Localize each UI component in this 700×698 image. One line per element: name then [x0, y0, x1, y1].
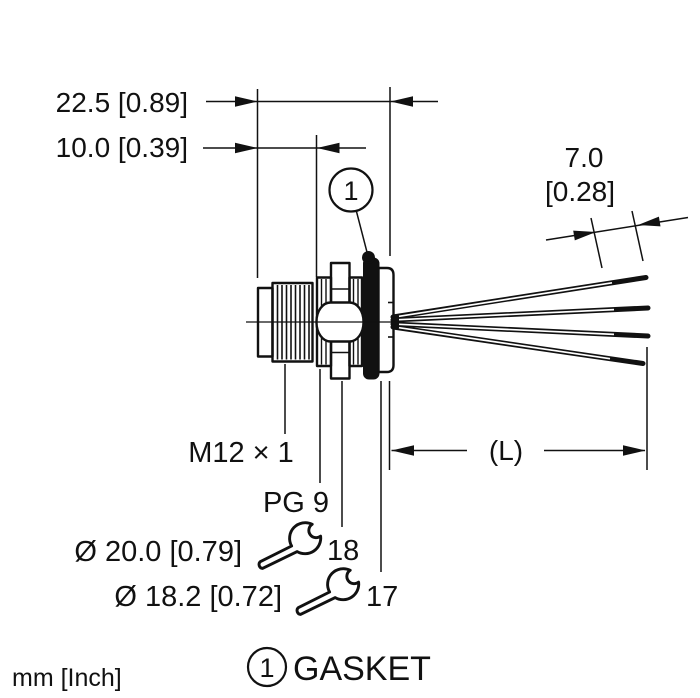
- label-leaders: [284, 364, 382, 572]
- legend-balloon-circle: [246, 646, 288, 688]
- strip-tick-right: [631, 210, 644, 262]
- dimension-cable-length: (L): [388, 347, 648, 470]
- wrench-17-icon: [295, 567, 361, 616]
- balloon-circle: [328, 167, 374, 213]
- connector-body: [246, 257, 402, 380]
- dimension-thread-length: 10.0 [0.39]: [56, 132, 366, 277]
- legend-gasket: 1 GASKET: [246, 646, 431, 688]
- wrench-18-size: 18: [327, 535, 359, 567]
- balloon-leader-dot: [362, 251, 375, 264]
- wrench-17-size: 17: [366, 581, 398, 613]
- strip-tick-left: [590, 217, 603, 269]
- gland-spec-label: PG 9: [263, 487, 329, 519]
- legend-balloon-number: 1: [259, 653, 274, 683]
- dimension-strip-length-inch-text: [0.28]: [545, 176, 615, 207]
- dimension-cable-length-text: (L): [489, 435, 523, 466]
- dimension-strip-length-mm-text: 7.0: [565, 142, 604, 173]
- wire-leads: [390, 275, 651, 366]
- rear-hex-body: [377, 266, 395, 374]
- units-note: mm [Inch]: [12, 664, 122, 692]
- balloon-number: 1: [343, 176, 358, 206]
- outer-diameter-label: Ø 20.0 [0.79]: [74, 536, 242, 568]
- balloon-callout-gasket: 1: [328, 167, 375, 264]
- gasket: [363, 257, 380, 380]
- dimension-overall-length: 22.5 [0.89]: [56, 87, 438, 278]
- thread-spec-label: M12 × 1: [188, 437, 294, 469]
- wrench-18-icon: [257, 521, 323, 570]
- dimension-thread-length-text: 10.0 [0.39]: [56, 132, 188, 163]
- inner-diameter-label: Ø 18.2 [0.72]: [114, 581, 282, 613]
- legend-label: GASKET: [293, 650, 431, 688]
- dimension-strip-length: 7.0 [0.28]: [545, 142, 689, 269]
- dimension-overall-length-text: 22.5 [0.89]: [56, 87, 188, 118]
